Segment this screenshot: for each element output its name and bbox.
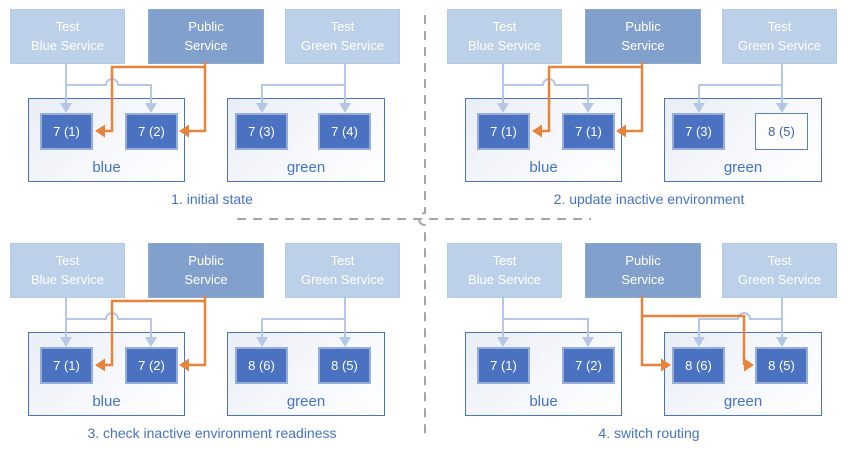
step-panel-2: Test Blue Service Public Service Test Gr… bbox=[437, 0, 848, 228]
pod-box: 8 (5) bbox=[755, 113, 808, 150]
environment-label: green bbox=[723, 159, 763, 176]
step-caption: 1. initial state bbox=[171, 191, 253, 207]
environment-label: green bbox=[286, 159, 326, 176]
environment-label: blue bbox=[529, 159, 558, 176]
test-green-service-box: Test Green Service bbox=[722, 243, 837, 298]
pod-box: 7 (2) bbox=[125, 347, 178, 384]
environment-label: green bbox=[286, 393, 326, 410]
environment-label: blue bbox=[92, 159, 121, 176]
test-green-service-label: Test Green Service bbox=[300, 18, 385, 53]
step-panel-1: Test Blue Service Public Service Test Gr… bbox=[0, 0, 424, 228]
environment-label: blue bbox=[92, 393, 121, 410]
test-green-service-box: Test Green Service bbox=[722, 9, 837, 64]
pod-box: 7 (1) bbox=[477, 113, 530, 150]
pod-box: 7 (1) bbox=[40, 113, 93, 150]
test-blue-service-label: Test Blue Service bbox=[31, 18, 104, 53]
pod-box: 8 (6) bbox=[235, 347, 288, 384]
step-panel-3: Test Blue Service Public Service Test Gr… bbox=[0, 234, 424, 456]
environment-label: blue bbox=[529, 393, 558, 410]
environment-label: green bbox=[723, 393, 763, 410]
pod-box: 7 (2) bbox=[562, 347, 615, 384]
test-green-service-box: Test Green Service bbox=[285, 243, 400, 298]
test-blue-service-label: Test Blue Service bbox=[468, 18, 541, 53]
pod-box: 8 (6) bbox=[672, 347, 725, 384]
pod-box: 7 (4) bbox=[318, 113, 371, 150]
test-blue-service-box: Test Blue Service bbox=[447, 9, 562, 64]
public-service-label: Public Service bbox=[184, 252, 228, 287]
test-blue-service-label: Test Blue Service bbox=[31, 252, 104, 287]
public-service-box: Public Service bbox=[148, 243, 264, 298]
pod-box: 7 (3) bbox=[235, 113, 288, 150]
public-service-label: Public Service bbox=[621, 252, 665, 287]
pod-box: 7 (2) bbox=[125, 113, 178, 150]
test-blue-service-box: Test Blue Service bbox=[447, 243, 562, 298]
pod-box: 7 (1) bbox=[477, 347, 530, 384]
step-caption: 4. switch routing bbox=[598, 425, 700, 441]
step-caption: 3. check inactive environment readiness bbox=[87, 425, 337, 441]
test-blue-service-box: Test Blue Service bbox=[10, 243, 125, 298]
pod-box: 8 (5) bbox=[755, 347, 808, 384]
public-service-label: Public Service bbox=[184, 18, 228, 53]
test-blue-service-label: Test Blue Service bbox=[468, 252, 541, 287]
pod-box: 7 (3) bbox=[672, 113, 725, 150]
pod-box: 7 (1) bbox=[40, 347, 93, 384]
public-service-box: Public Service bbox=[585, 243, 701, 298]
test-green-service-box: Test Green Service bbox=[285, 9, 400, 64]
test-blue-service-box: Test Blue Service bbox=[10, 9, 125, 64]
public-service-label: Public Service bbox=[621, 18, 665, 53]
step-caption: 2. update inactive environment bbox=[553, 191, 745, 207]
public-service-box: Public Service bbox=[585, 9, 701, 64]
public-service-box: Public Service bbox=[148, 9, 264, 64]
test-green-service-label: Test Green Service bbox=[300, 252, 385, 287]
step-panel-4: Test Blue Service Public Service Test Gr… bbox=[437, 234, 848, 456]
pod-box: 8 (5) bbox=[318, 347, 371, 384]
test-green-service-label: Test Green Service bbox=[737, 252, 822, 287]
test-green-service-label: Test Green Service bbox=[737, 18, 822, 53]
pod-box: 7 (1) bbox=[562, 113, 615, 150]
